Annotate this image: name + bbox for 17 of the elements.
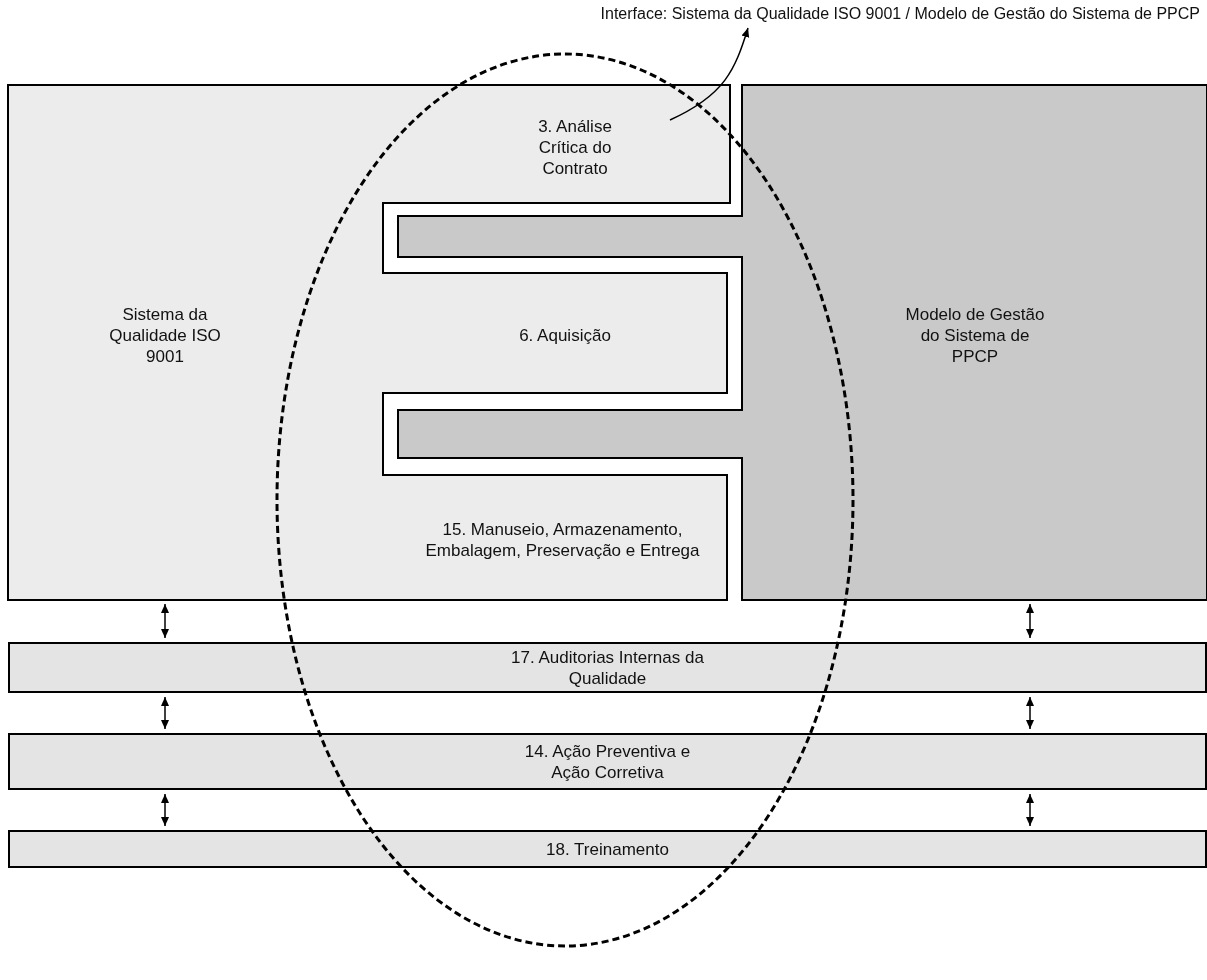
region-label: Modelo de Gestão do Sistema de PPCP (905, 303, 1045, 368)
double-arrow (161, 696, 169, 730)
double-arrow (161, 793, 169, 827)
section-label: 6. Aquisição (420, 285, 710, 385)
region-label: Sistema da Qualidade ISO 9001 (108, 303, 222, 368)
section-label: 15. Manuseio, Armazenamento, Embalagem, Preservação e Entrega (420, 485, 705, 595)
process-band: 17. Auditorias Internas da Qualidade (8, 642, 1207, 693)
process-band: 18. Treinamento (8, 830, 1207, 868)
dashed-ellipse (275, 52, 855, 948)
process-band: 14. Ação Preventiva e Ação Corretiva (8, 733, 1207, 790)
double-arrow (1026, 696, 1034, 730)
section-label: 3. Análise Crítica do Contrato (520, 100, 630, 195)
double-arrow (161, 603, 169, 639)
double-arrow (1026, 603, 1034, 639)
leader-arrow (669, 27, 750, 121)
callout-text: Interface: Sistema da Qualidade ISO 9001 / Modelo de Gestão do Sistema de PPCP (560, 0, 1200, 26)
double-arrow (1026, 793, 1034, 827)
